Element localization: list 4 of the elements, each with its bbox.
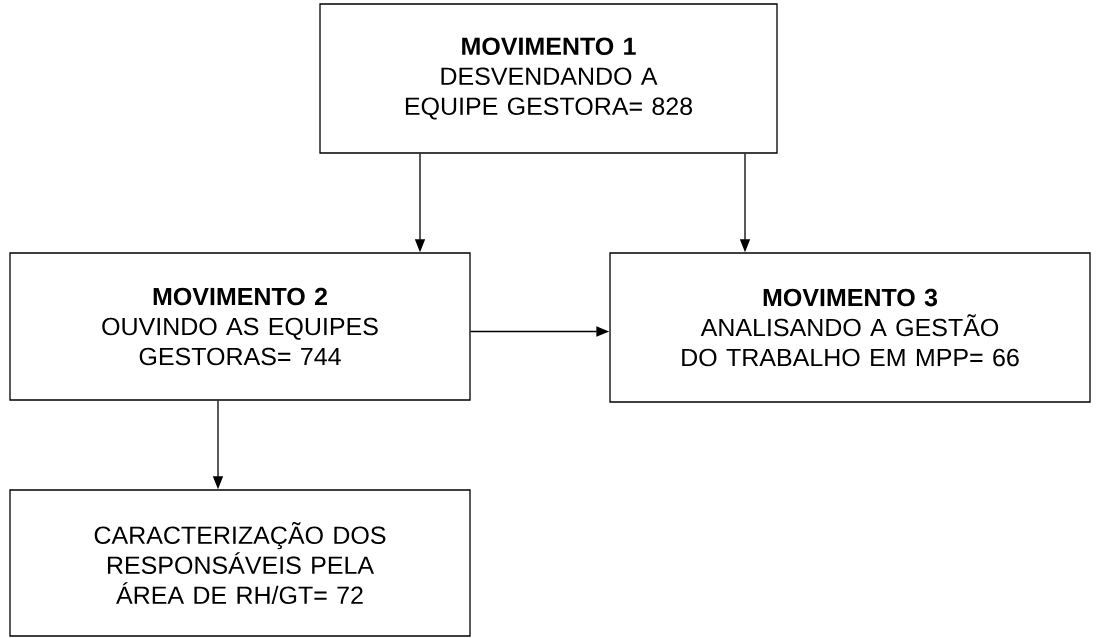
process-box: MOVIMENTO 1 DESVENDANDO A EQUIPE GESTORA= 828 — [319, 3, 778, 154]
process-box: MOVIMENTO 2 OUVINDO AS EQUIPES GESTORAS= 744 — [9, 252, 471, 401]
process-box: CARACTERIZAÇÃO DOS RESPONSÁVEIS PELA ÁREA DE RH/GT= 72 — [9, 489, 471, 637]
process-box: MOVIMENTO 3 ANALISANDO A GESTÃO DO TRABALHO EM MPP= 66 — [609, 252, 1091, 403]
